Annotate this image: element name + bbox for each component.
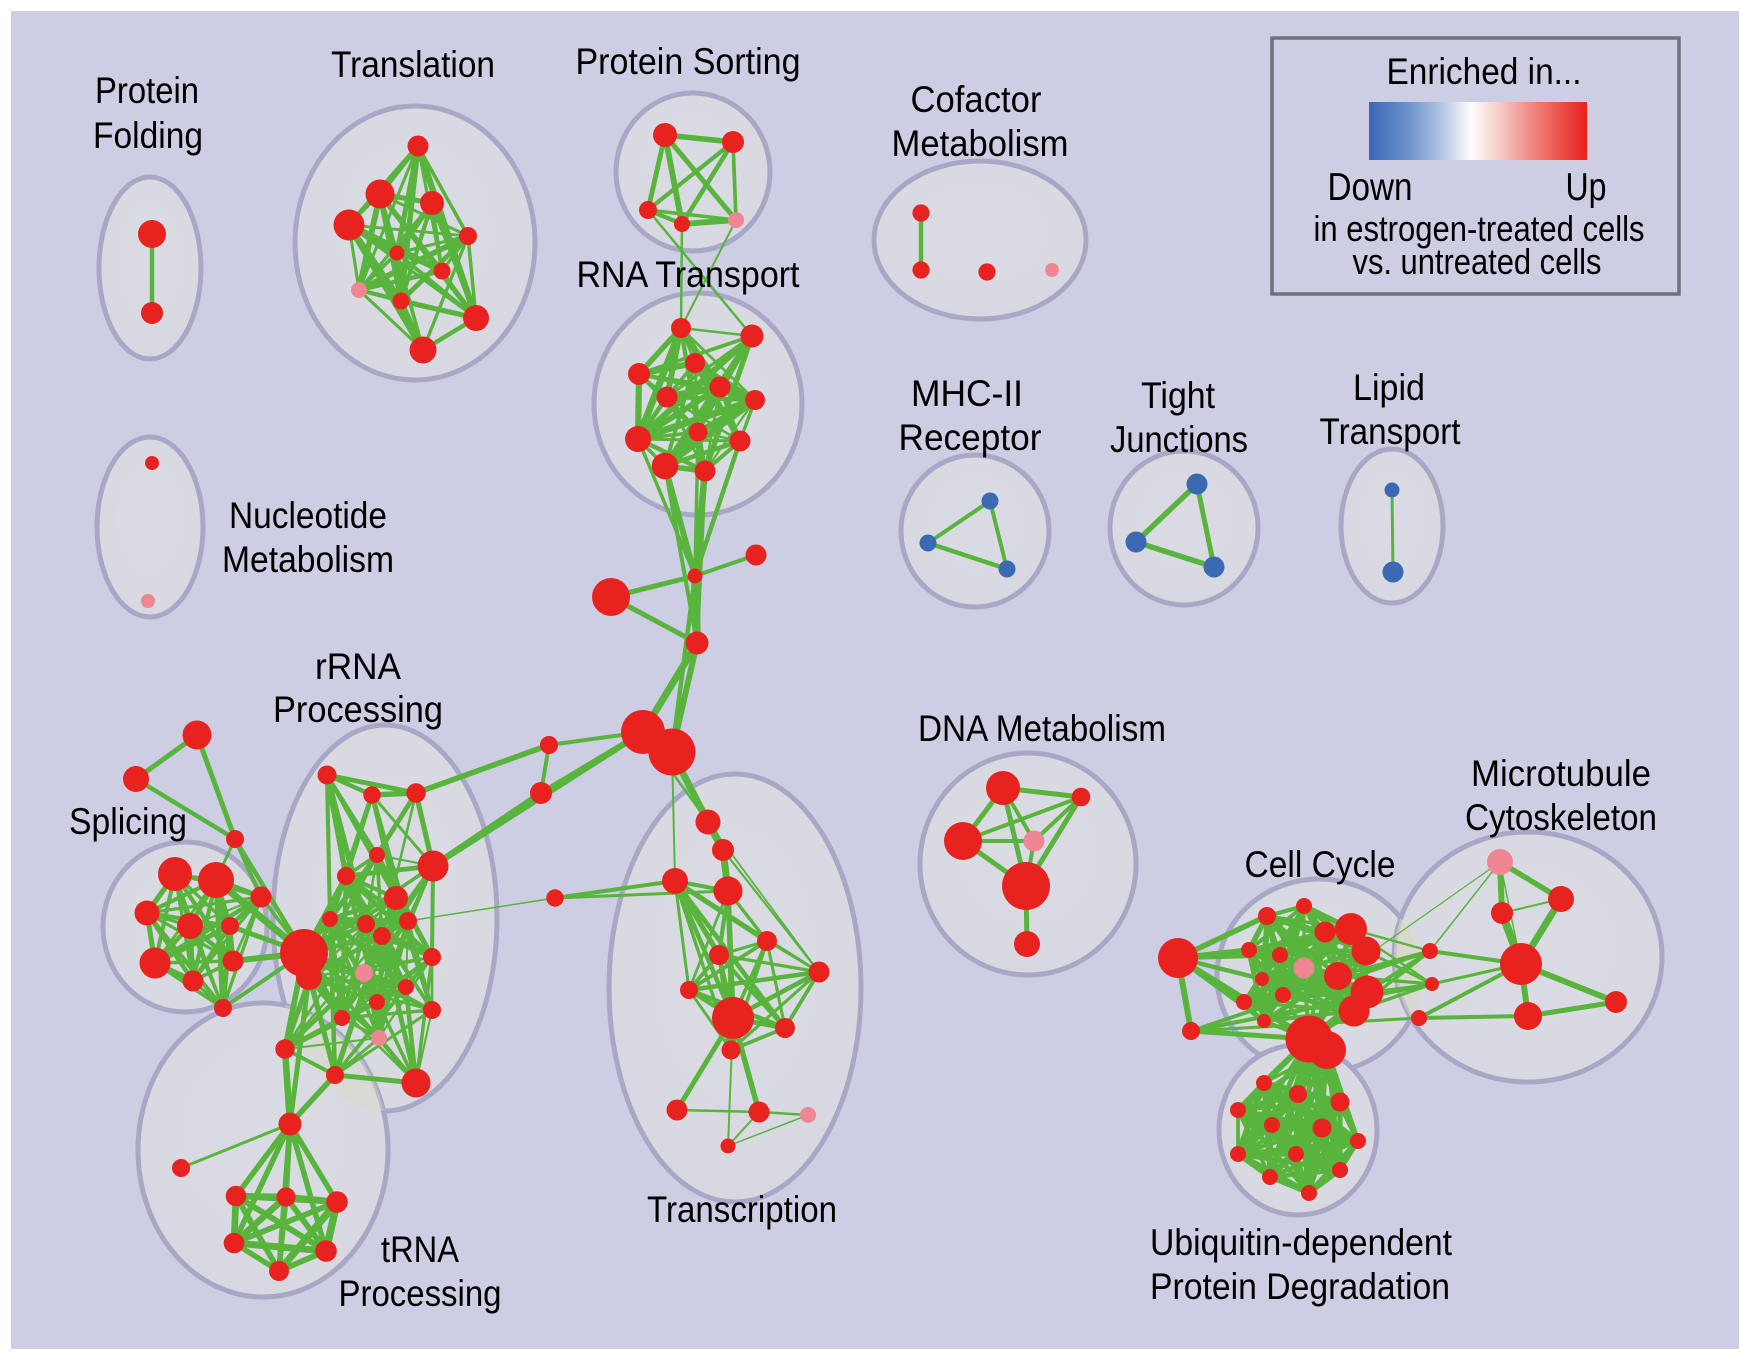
svg-text:tRNA: tRNA — [381, 1229, 459, 1270]
svg-text:Translation: Translation — [331, 44, 495, 85]
svg-text:Nucleotide: Nucleotide — [229, 495, 387, 536]
svg-text:Splicing: Splicing — [69, 801, 187, 842]
svg-text:Cytoskeleton: Cytoskeleton — [1465, 797, 1657, 838]
svg-text:Cell Cycle: Cell Cycle — [1245, 844, 1396, 885]
svg-text:Junctions: Junctions — [1110, 419, 1248, 460]
svg-text:Metabolism: Metabolism — [892, 123, 1069, 164]
svg-text:Receptor: Receptor — [899, 417, 1042, 458]
svg-text:Lipid: Lipid — [1353, 367, 1425, 408]
svg-text:Processing: Processing — [273, 689, 443, 730]
svg-text:Enriched in...: Enriched in... — [1387, 51, 1582, 92]
svg-text:vs. untreated cells: vs. untreated cells — [1353, 241, 1602, 282]
svg-text:RNA Transport: RNA Transport — [577, 254, 801, 295]
svg-text:Transport: Transport — [1320, 411, 1462, 452]
svg-text:DNA Metabolism: DNA Metabolism — [918, 708, 1166, 749]
svg-text:Protein: Protein — [95, 70, 199, 111]
svg-text:Down: Down — [1328, 166, 1413, 209]
svg-text:Up: Up — [1566, 166, 1607, 209]
svg-text:Processing: Processing — [339, 1273, 502, 1314]
svg-text:Cofactor: Cofactor — [911, 79, 1042, 120]
svg-text:MHC-II: MHC-II — [911, 373, 1023, 414]
svg-text:rRNA: rRNA — [315, 646, 401, 687]
svg-text:Folding: Folding — [93, 115, 203, 156]
svg-text:Metabolism: Metabolism — [222, 539, 394, 580]
svg-text:Protein Sorting: Protein Sorting — [576, 41, 801, 82]
svg-text:Tight: Tight — [1141, 375, 1216, 416]
svg-text:in estrogen-treated cells: in estrogen-treated cells — [1314, 208, 1645, 249]
svg-text:Ubiquitin-dependent: Ubiquitin-dependent — [1150, 1222, 1453, 1263]
svg-text:Transcription: Transcription — [647, 1189, 837, 1230]
svg-text:Protein Degradation: Protein Degradation — [1150, 1266, 1450, 1307]
svg-text:Microtubule: Microtubule — [1471, 753, 1651, 794]
